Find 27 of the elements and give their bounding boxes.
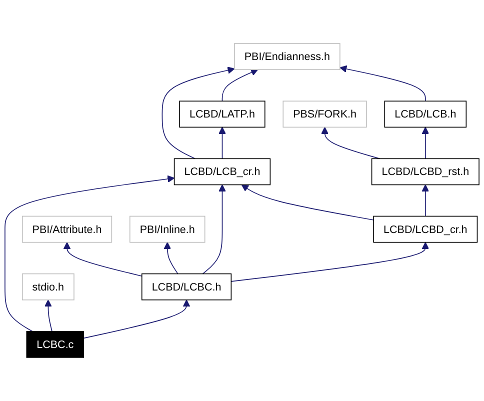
arrow xyxy=(422,126,430,160)
file-box: PBI/Attribute.h xyxy=(22,216,112,243)
arrow xyxy=(230,242,430,282)
file-box: PBS/FORK.h xyxy=(282,100,367,128)
arrow xyxy=(422,184,430,217)
arrow xyxy=(340,65,426,102)
arrow xyxy=(63,242,142,276)
file-box: LCBD/LCB_cr.h xyxy=(174,158,271,186)
arrow xyxy=(44,300,52,332)
arrow xyxy=(83,300,190,339)
file-box: PBI/Endianness.h xyxy=(234,43,340,70)
file-box: LCBD/LCBD_rst.h xyxy=(371,158,480,186)
arrow xyxy=(202,184,226,274)
arrow xyxy=(164,242,178,274)
arrow xyxy=(222,68,258,102)
arrow xyxy=(241,184,374,220)
file-box: LCBD/LATP.h xyxy=(179,100,266,128)
file-box: LCBD/LCBD_cr.h xyxy=(373,216,478,243)
file-box: LCBD/LCBC.h xyxy=(141,273,232,300)
arrow xyxy=(162,66,235,160)
arrow xyxy=(321,126,380,160)
file-box: LCBD/LCB.h xyxy=(384,100,467,128)
arrow xyxy=(218,126,226,160)
file-box: PBI/Inline.h xyxy=(129,216,206,243)
arrow xyxy=(4,175,175,332)
file-box: LCBC.c xyxy=(26,330,84,358)
file-box: stdio.h xyxy=(22,273,74,300)
